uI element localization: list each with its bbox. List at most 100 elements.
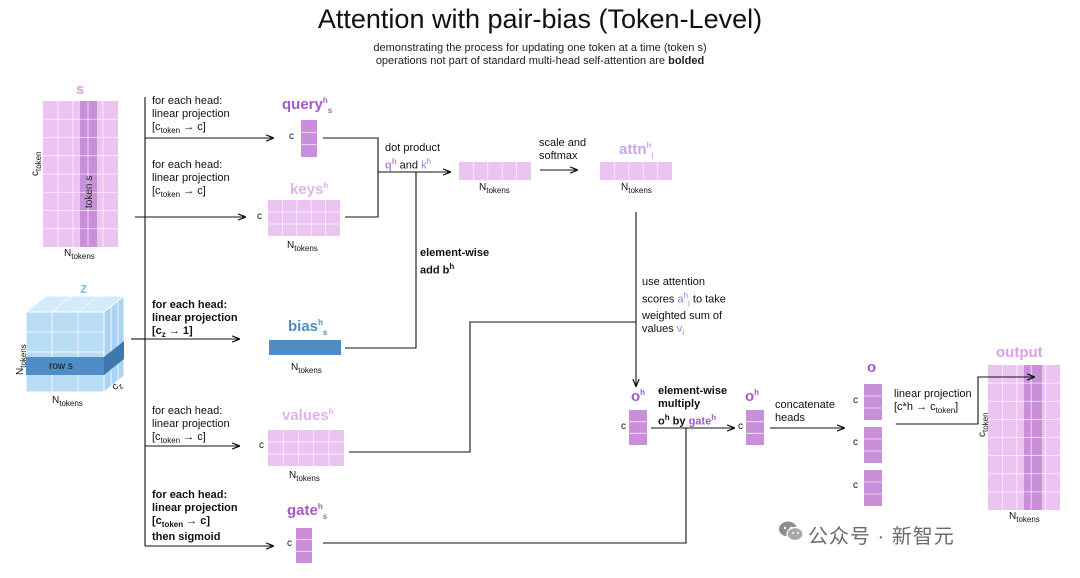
gate-proj-l3b: → c] [183, 515, 211, 527]
gate-proj-l2: linear projection [152, 502, 238, 514]
keys-n-text: N [287, 240, 295, 251]
keys-proj-l2: linear projection [152, 172, 230, 184]
out-proj-l1: linear projection [894, 388, 972, 400]
dot-k-sup: h [426, 157, 432, 166]
keys-text: keys [290, 181, 324, 198]
subtitle-line1: demonstrating the process for updating o… [373, 42, 707, 54]
keys-proj-l3sub: token [160, 190, 181, 200]
tensor-values-name: valuesh [282, 407, 334, 424]
query-proj-l3: [ctoken → c] [152, 121, 230, 137]
z-left-dim-text: N [15, 367, 26, 375]
diagram-title: Attention with pair-bias (Token-Level) [317, 4, 763, 34]
ws-l2c: to take [689, 293, 726, 306]
mul-l3: oh by gateh [658, 411, 727, 429]
bias-sub: s [322, 328, 328, 337]
concat-label: concatenate heads [775, 399, 835, 425]
o-block-1 [864, 384, 882, 420]
tensor-bias-name: biashs [288, 318, 327, 337]
query-proj-l3sub: token [160, 126, 181, 136]
tensor-z-name: z [80, 280, 88, 297]
z-bottom-dim: Ntokens [52, 395, 83, 408]
dot-k: k [421, 159, 427, 172]
scale-l1: scale and [539, 137, 587, 149]
dot-product-l1: dot product [385, 142, 441, 154]
o-dim-1: c [853, 395, 858, 406]
gate-proj-l3sub: token [161, 520, 184, 530]
gate-proj-l4: then sigmoid [152, 531, 221, 544]
out-proj-l2a: [c*h → c [894, 401, 936, 413]
gate-dim: c [287, 538, 292, 549]
gate-proj-label: for each head: linear projection [ctoken… [152, 489, 238, 544]
mul-l1: element-wise [658, 385, 728, 397]
o-dim-2: c [853, 437, 858, 448]
bias-proj-l3a: [c [152, 325, 162, 337]
query-proj-l3b: → c] [180, 121, 206, 133]
query-proj-l3a: [c [152, 121, 161, 133]
tensor-output-name: output [996, 344, 1043, 361]
keys-proj-l3: [ctoken → c] [152, 185, 230, 201]
bias-vector [269, 340, 341, 355]
mul-l2: multiply [658, 398, 701, 410]
out-proj-label: linear projection [c*h → ctoken] [894, 388, 972, 417]
ws-l2b: a [677, 293, 684, 306]
query-proj-label: for each head: linear projection [ctoken… [152, 95, 230, 137]
ws-l2: scores ahi to take [642, 289, 726, 310]
oh1-vector [629, 410, 647, 445]
gate-text: gate [287, 502, 318, 519]
add-bias-l1: element-wise [420, 247, 490, 259]
query-sub: s [327, 106, 333, 115]
bias-proj-label: for each head: linear projection [cz → 1… [152, 299, 238, 341]
mul-l3c: gate [688, 415, 712, 428]
values-proj-l3b: → c] [180, 431, 206, 443]
values-proj-l2: linear projection [152, 418, 230, 430]
bias-proj-l2: linear projection [152, 312, 238, 324]
mul-l3c-sup: h [711, 413, 717, 422]
mul-l3a: o [658, 415, 665, 428]
oh2-vector [746, 410, 764, 445]
dot-q: q [385, 159, 392, 172]
bias-proj-l3b: → 1] [165, 325, 193, 337]
query-sup: h [322, 96, 328, 105]
watermark-text: 公众号 · 新智元 [808, 526, 955, 548]
values-proj-l3a: [c [152, 431, 161, 443]
weighted-sum-label: use attention scores ahi to take weighte… [642, 276, 726, 339]
keys-sup: h [323, 181, 329, 190]
row-s-label: row s [49, 361, 73, 372]
subtitle-bolded: bolded [668, 55, 705, 67]
bias-proj-l1: for each head: [152, 299, 228, 311]
gate-proj-l3: [ctoken → c] [152, 515, 238, 531]
tensor-oh1-name: oh [631, 388, 645, 405]
output-col-sub: tokens [1016, 515, 1040, 524]
query-dim: c [289, 131, 294, 142]
out-proj-l2b: ] [955, 401, 959, 413]
tensor-query-name: queryhs [282, 96, 332, 115]
ws-l1: use attention [642, 276, 705, 288]
z-bottom-dim-sub: tokens [59, 399, 83, 408]
gate-sub: s [322, 512, 328, 521]
gate-vector [296, 528, 312, 563]
scale-softmax-label: scale and softmax [539, 137, 586, 163]
dot-and: and [396, 159, 422, 172]
o-block-3 [864, 470, 882, 506]
values-proj-label: for each head: linear projection [ctoken… [152, 405, 230, 447]
ws-l3: weighted sum of [642, 309, 723, 322]
tensor-o-name: o [867, 359, 877, 376]
keys-n-dim: Ntokens [287, 240, 318, 253]
attn-text: attn [619, 141, 647, 158]
keys-proj-label: for each head: linear projection [ctoken… [152, 159, 230, 201]
connector-lines [131, 97, 1034, 546]
bias-sup: h [318, 318, 323, 327]
o-dim-3: c [853, 480, 858, 491]
subtitle-line2-text: operations not part of standard multi-he… [375, 55, 669, 67]
oh1-dim: c [621, 421, 626, 432]
mul-l3a-sup: h [664, 413, 670, 422]
ws-l4: values vi [642, 323, 726, 339]
oh2-dim: c [738, 421, 743, 432]
ws-l2b-sub: i [688, 298, 690, 308]
s-col-dim-sub: tokens [71, 252, 95, 261]
oh2-text: o [745, 388, 755, 405]
oh2-sup: h [754, 388, 760, 397]
bias-n-dim: Ntokens [291, 362, 322, 375]
bias-n-sub: tokens [298, 366, 322, 375]
